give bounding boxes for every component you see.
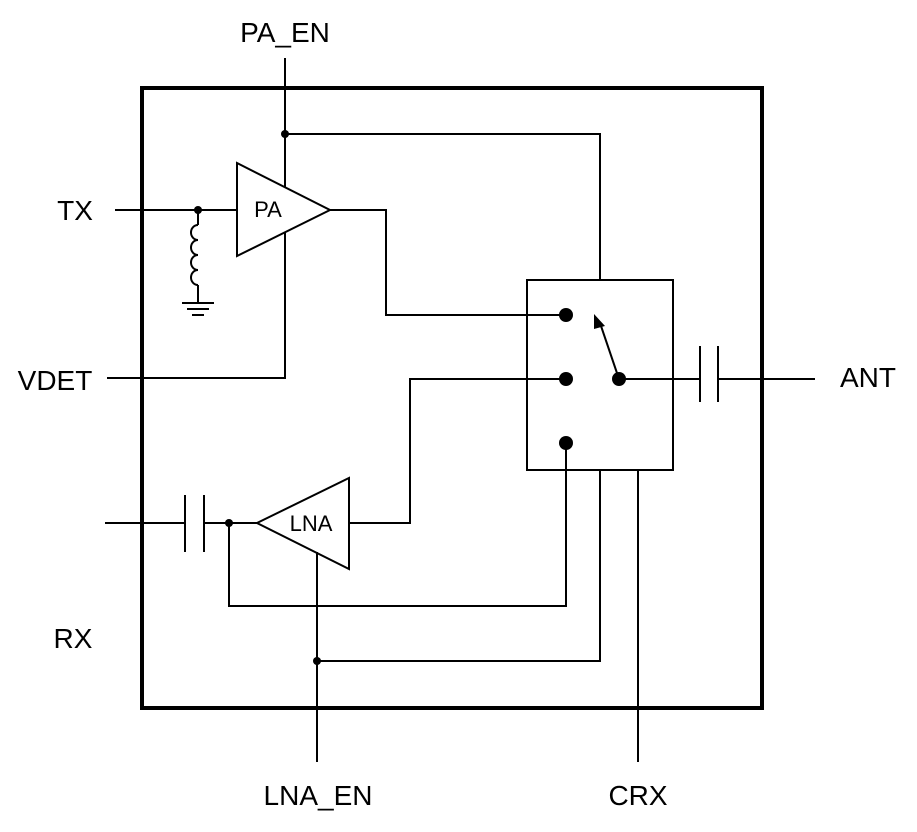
- lna-amplifier: [254, 476, 350, 571]
- module-outline: [140, 86, 764, 710]
- pa-en-label: PA_EN: [240, 17, 330, 48]
- ant-capacitor-icon: [699, 346, 719, 402]
- vdet-wire: [107, 233, 286, 379]
- rf-switch-block: [526, 279, 674, 471]
- lna-en-wire: [313, 470, 601, 762]
- rx-wire: [105, 519, 257, 527]
- tx-label: TX: [57, 195, 93, 226]
- pa-output-wire: [330, 209, 566, 316]
- lna-label: LNA: [290, 511, 333, 536]
- rx-capacitor-icon: [184, 495, 205, 552]
- pa-en-wire: [281, 58, 601, 280]
- inductor-icon: [190, 224, 199, 303]
- lna-output-wire: [349, 378, 566, 524]
- crx-label: CRX: [608, 780, 667, 811]
- switch-port-1: [559, 308, 573, 322]
- rx-label: RX: [54, 623, 93, 654]
- switch-arm-arrow: [594, 314, 620, 380]
- lna-en-label: LNA_EN: [264, 780, 373, 811]
- ground-icon: [182, 302, 214, 316]
- ant-label: ANT: [840, 362, 896, 393]
- bypass-wire: [228, 443, 567, 607]
- pa-amplifier: [236, 161, 333, 258]
- tx-wire: [115, 206, 237, 225]
- vdet-label: VDET: [18, 365, 93, 396]
- pa-label: PA: [254, 197, 282, 222]
